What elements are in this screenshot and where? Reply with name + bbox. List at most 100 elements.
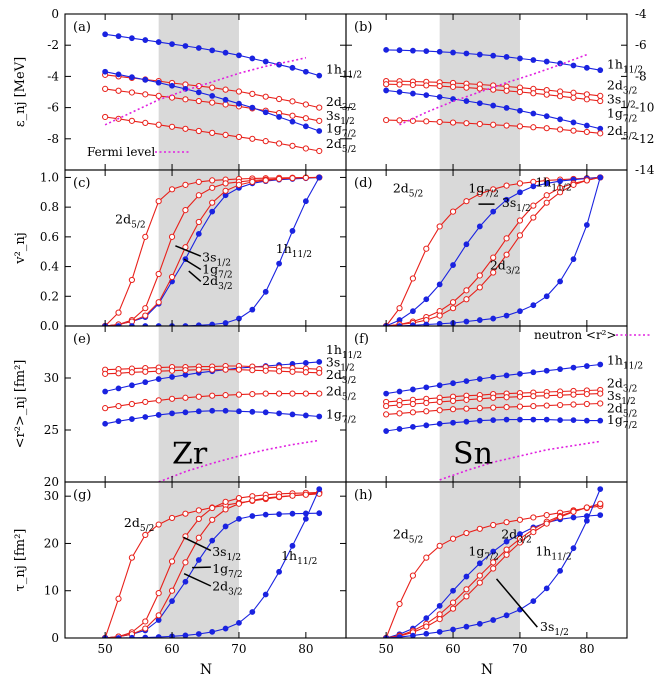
- curve-label-main: 2d: [393, 180, 409, 195]
- data-point: [516, 88, 524, 96]
- panel-label: (c): [73, 176, 90, 191]
- data-point: [503, 519, 510, 526]
- y-axis-label: ε_nj [MeV]: [13, 57, 28, 127]
- curve-label: 3s1/2: [502, 195, 531, 214]
- curve-label: 3s1/2: [202, 249, 231, 268]
- data-point: [543, 58, 550, 65]
- curve-label-sub: 1/2: [621, 397, 635, 407]
- data-point: [289, 492, 296, 499]
- data-point: [503, 416, 510, 423]
- panel-frame: [345, 481, 628, 639]
- data-point: [302, 360, 309, 366]
- curve-label-main: 2d: [326, 384, 342, 399]
- data-point: [476, 190, 483, 197]
- data-point: [543, 91, 550, 98]
- label-pointer: [183, 573, 212, 587]
- data-point: [236, 52, 242, 59]
- data-point: [195, 534, 202, 541]
- data-point: [383, 428, 390, 434]
- x-tick-label: 60: [164, 642, 179, 656]
- data-point: [142, 323, 149, 326]
- data-point: [155, 412, 162, 418]
- y-tick-label: -14: [635, 163, 655, 177]
- data-point: [597, 512, 604, 518]
- curve-label: 1g7/2: [607, 106, 637, 125]
- data-point: [517, 55, 523, 62]
- curve-label-main: 1h: [276, 241, 292, 256]
- curve-label: 2d5/2: [124, 515, 154, 534]
- data-point: [423, 48, 430, 55]
- data-point: [517, 370, 523, 377]
- panel-label: (f): [354, 332, 369, 347]
- data-point: [543, 113, 550, 120]
- data-point: [222, 498, 229, 505]
- data-point: [182, 323, 189, 326]
- data-point: [450, 626, 456, 633]
- data-point: [316, 72, 323, 79]
- data-point: [169, 82, 175, 89]
- data-point: [316, 117, 323, 124]
- legend-label: Fermi level: [87, 145, 155, 159]
- data-point: [583, 128, 590, 136]
- data-point: [543, 367, 550, 374]
- data-point: [396, 47, 403, 54]
- data-point: [222, 366, 229, 373]
- curve-label-main: 1h: [535, 543, 551, 558]
- data-point: [490, 269, 497, 276]
- data-point: [102, 420, 109, 427]
- data-point: [556, 126, 564, 133]
- data-point: [490, 186, 497, 193]
- data-point: [128, 117, 136, 124]
- data-point: [236, 408, 242, 415]
- data-point: [102, 405, 109, 412]
- data-point: [570, 401, 577, 408]
- data-point: [396, 305, 403, 312]
- data-point: [396, 89, 403, 95]
- data-point: [517, 308, 523, 315]
- data-point: [289, 64, 296, 71]
- data-point: [262, 591, 269, 598]
- data-point: [409, 275, 417, 282]
- data-point: [449, 406, 457, 413]
- data-point: [396, 634, 403, 638]
- curve-label: 2d5/2: [607, 400, 637, 419]
- data-point: [195, 89, 202, 96]
- data-point: [142, 414, 149, 420]
- data-point: [222, 625, 229, 632]
- curve-label: 2d3/2: [607, 78, 637, 97]
- data-point: [222, 96, 229, 103]
- data-point: [490, 559, 497, 566]
- y-tick-label: -4: [635, 7, 647, 21]
- data-point: [142, 531, 149, 539]
- data-point: [222, 320, 229, 326]
- data-point: [516, 539, 524, 546]
- data-point: [516, 180, 524, 187]
- label-pointer: [495, 578, 538, 628]
- data-point: [543, 511, 550, 519]
- data-point: [383, 46, 390, 53]
- data-point: [236, 100, 242, 107]
- data-point: [396, 323, 403, 326]
- data-point: [115, 323, 122, 326]
- data-point: [195, 557, 202, 563]
- data-point: [128, 369, 136, 376]
- data-point: [503, 54, 510, 60]
- data-point: [490, 102, 497, 109]
- data-point: [463, 241, 470, 248]
- data-point: [436, 320, 443, 326]
- plot-area: [102, 358, 323, 482]
- y-tick-label: 1.0: [40, 170, 59, 184]
- curve-label: 1h11/2: [535, 174, 571, 193]
- panel-label: (b): [354, 20, 372, 35]
- data-point: [182, 578, 189, 585]
- data-point: [115, 385, 122, 392]
- x-tick-label: 50: [379, 642, 394, 656]
- data-point: [436, 118, 443, 126]
- data-point: [583, 91, 590, 98]
- panel-b: -4-6-8-10-12-14(b)1h11/22d3/23s1/21g7/22…: [345, 7, 655, 177]
- data-point: [182, 559, 189, 566]
- data-point: [449, 599, 457, 606]
